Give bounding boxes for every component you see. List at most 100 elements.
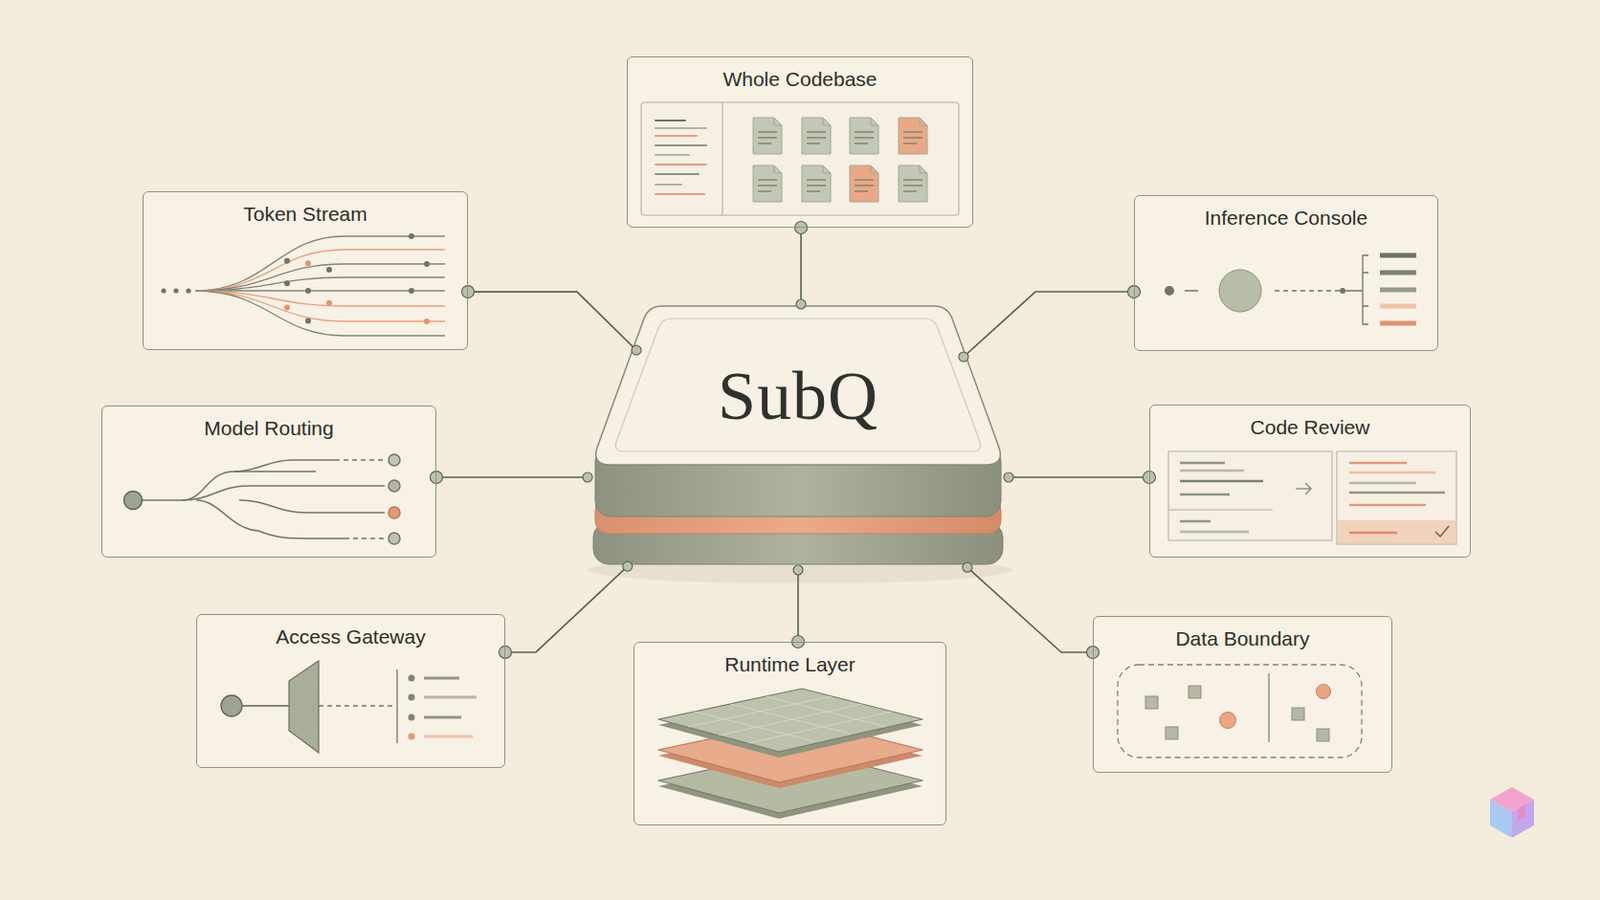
routing-illustration-part bbox=[388, 533, 400, 545]
gateway-illustration-part bbox=[242, 705, 289, 708]
code-review-illustration-part-part bbox=[1349, 491, 1445, 495]
codebase-illustration-part bbox=[655, 120, 707, 195]
box-fill bbox=[1133, 195, 1439, 352]
code-review-illustration-part bbox=[1349, 463, 1445, 534]
gateway-illustration-part-part bbox=[423, 735, 473, 739]
box-fill bbox=[101, 405, 437, 558]
data-boundary-illustration-part bbox=[1145, 696, 1158, 710]
node-title: SubQ bbox=[717, 361, 879, 431]
code-review-illustration-part-part bbox=[1179, 469, 1245, 473]
inference-illustration-part-part bbox=[1379, 288, 1417, 293]
connector-line bbox=[505, 566, 628, 653]
codebase-illustration-part-part bbox=[655, 183, 682, 186]
codebase-illustration-part bbox=[753, 165, 782, 202]
inference-illustration-part-part bbox=[1379, 253, 1417, 259]
codebase-illustration-part bbox=[849, 165, 879, 202]
connector-dot bbox=[462, 286, 475, 299]
node-title: Data Boundary bbox=[1175, 626, 1310, 652]
watermark-cube-part bbox=[1489, 800, 1512, 839]
code-review-illustration-part bbox=[1295, 483, 1312, 495]
routing-illustration-part bbox=[234, 460, 335, 472]
codebase-illustration-part bbox=[898, 117, 928, 155]
node-title: Runtime Layer bbox=[724, 652, 856, 678]
codebase-illustration-part-part bbox=[655, 144, 707, 147]
gateway-illustration-part bbox=[396, 669, 398, 744]
gateway-illustration-part-part bbox=[423, 696, 477, 700]
gateway-illustration-part bbox=[408, 694, 416, 702]
runtime-illustration-part bbox=[688, 696, 892, 744]
code-review-illustration-part-part bbox=[1179, 480, 1264, 484]
runtime-illustration bbox=[658, 688, 923, 820]
code-review-illustration-part-part bbox=[1179, 531, 1249, 534]
data-boundary-illustration-part bbox=[1267, 673, 1269, 743]
runtime-layer-box: Runtime Layer bbox=[633, 642, 947, 826]
routing-illustration-part bbox=[196, 500, 345, 539]
data-boundary-illustration-part bbox=[1117, 665, 1362, 758]
connector-dot bbox=[582, 472, 593, 483]
node-title: Inference Console bbox=[1204, 205, 1368, 231]
codebase-illustration-part bbox=[753, 117, 782, 155]
code-review-illustration-part-part bbox=[1349, 482, 1417, 486]
stream-dot bbox=[284, 258, 290, 265]
codebase-illustration-part bbox=[801, 117, 831, 155]
code-review-illustration bbox=[1168, 451, 1457, 545]
code-review-box: Code Review bbox=[1149, 404, 1471, 558]
data-boundary-illustration-part bbox=[1188, 686, 1201, 699]
inference-illustration-part bbox=[1345, 255, 1369, 325]
stream-line bbox=[195, 277, 445, 291]
box-fill bbox=[633, 642, 947, 826]
connector-dot bbox=[499, 645, 512, 659]
connector-dot bbox=[1003, 472, 1014, 483]
stream-dot bbox=[423, 261, 430, 267]
routing-illustration-part bbox=[239, 500, 385, 513]
code-review-illustration-part bbox=[1337, 520, 1456, 544]
connector-dot bbox=[962, 562, 973, 573]
routing-illustration-part bbox=[388, 507, 400, 519]
inference-illustration-part-part bbox=[1379, 321, 1417, 327]
routing-illustration-part bbox=[334, 459, 385, 462]
box-fill bbox=[142, 191, 468, 351]
connector-line bbox=[963, 291, 1134, 357]
stream-dot bbox=[284, 305, 290, 312]
data-boundary-illustration-part bbox=[1165, 727, 1178, 740]
stream-line bbox=[195, 264, 445, 291]
connector-dot bbox=[793, 565, 803, 576]
gateway-illustration-part bbox=[408, 714, 416, 722]
connector-dot bbox=[622, 561, 633, 572]
codebase-illustration-part-part bbox=[655, 193, 705, 196]
codebase-illustration-part bbox=[849, 117, 879, 155]
connector-dot bbox=[795, 222, 808, 235]
inference-illustration-part-part bbox=[1379, 304, 1417, 310]
stream-line bbox=[195, 290, 445, 336]
data-boundary-illustration-part bbox=[1316, 729, 1330, 742]
stream-line bbox=[195, 236, 445, 291]
gateway-illustration-part bbox=[221, 695, 243, 717]
data-boundary-illustration-part bbox=[1220, 712, 1237, 730]
code-review-illustration-part bbox=[1168, 451, 1333, 541]
code-review-illustration-part-part bbox=[1349, 471, 1436, 475]
data-boundary-box: Data Boundary bbox=[1092, 616, 1393, 774]
code-review-illustration-part-part bbox=[1179, 462, 1225, 466]
connector-line bbox=[800, 227, 802, 305]
node-title: Code Review bbox=[1250, 415, 1371, 441]
gateway-illustration-part bbox=[408, 733, 416, 741]
codebase-illustration bbox=[641, 102, 959, 216]
box-fill bbox=[1092, 616, 1393, 774]
watermark-cube bbox=[1489, 787, 1534, 839]
connector-line bbox=[797, 570, 800, 643]
code-review-illustration-part-part bbox=[1179, 520, 1211, 524]
codebase-illustration-part-part bbox=[655, 163, 707, 166]
code-review-illustration-part bbox=[1435, 526, 1449, 537]
token-stream-illustration-part bbox=[185, 288, 191, 293]
stream-dot bbox=[326, 300, 333, 307]
code-review-illustration-part bbox=[1168, 510, 1273, 512]
connector-line bbox=[1008, 476, 1150, 479]
codebase-illustration-part bbox=[898, 165, 928, 202]
connector-line bbox=[467, 291, 637, 351]
inference-illustration-part bbox=[1219, 269, 1262, 312]
routing-illustration bbox=[124, 454, 401, 545]
inference-illustration-part bbox=[1164, 286, 1175, 296]
token-stream-illustration-part bbox=[173, 288, 178, 293]
